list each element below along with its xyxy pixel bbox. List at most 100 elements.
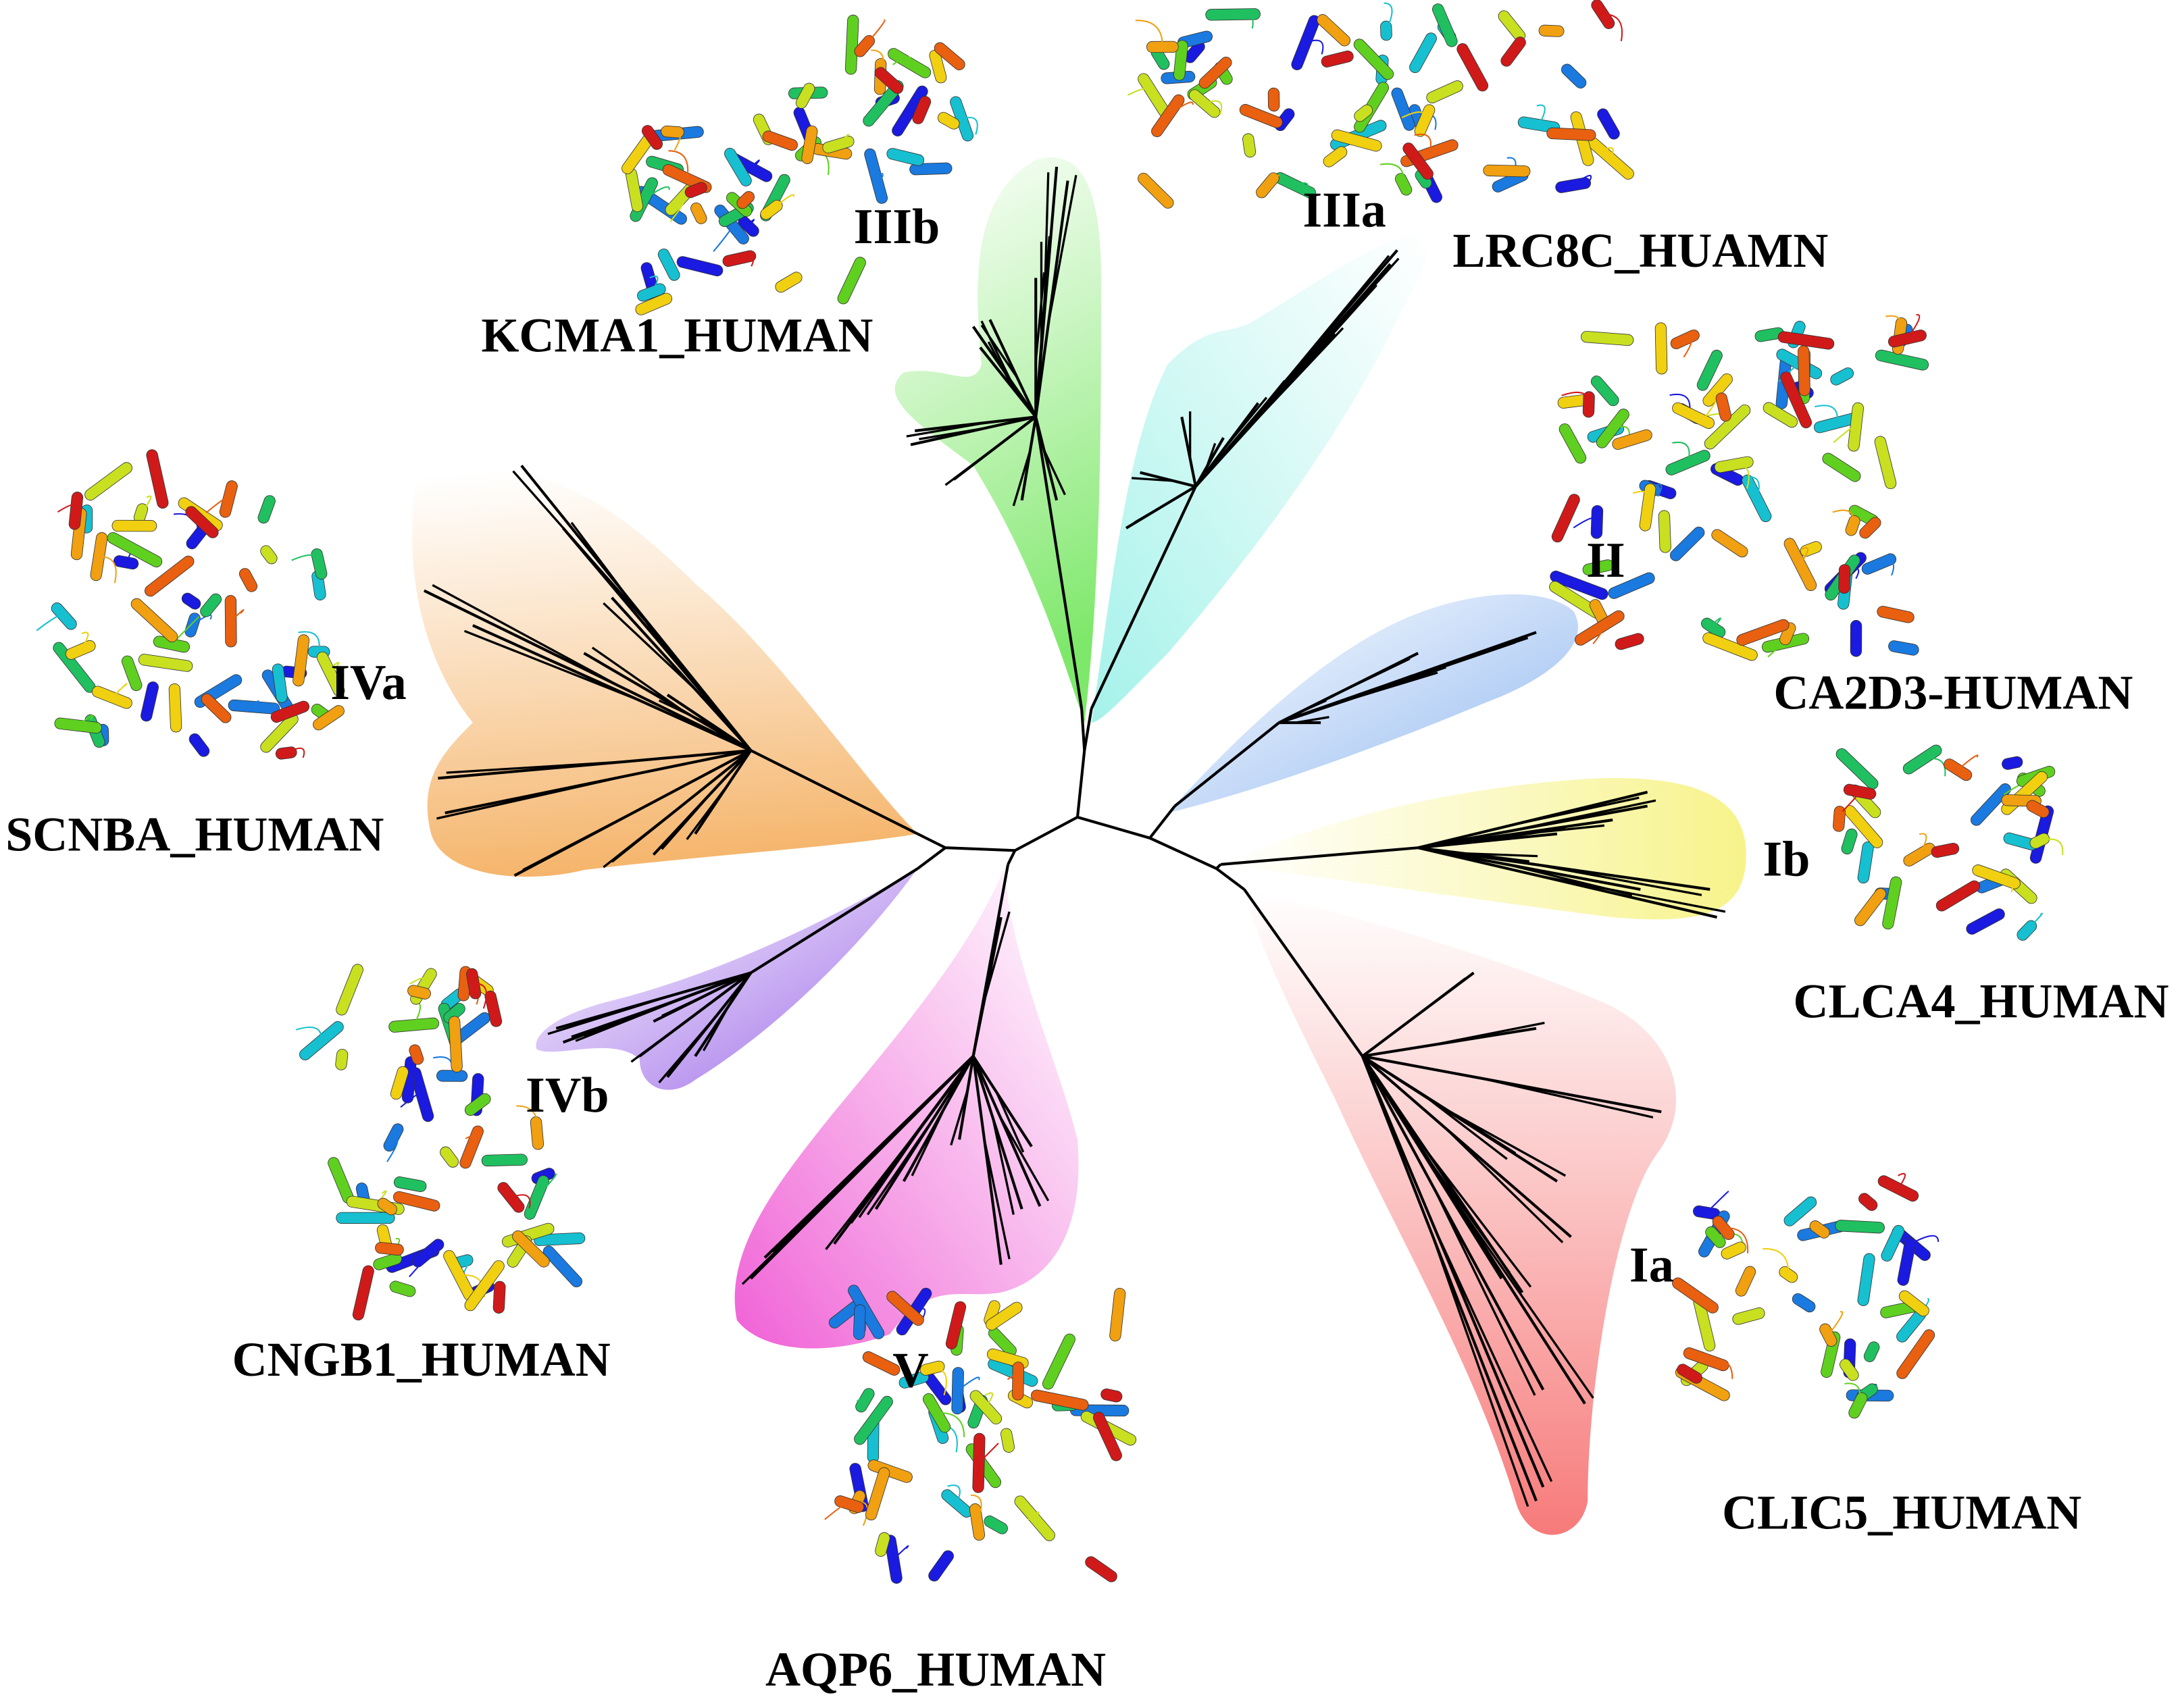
helix-icon [1875,349,1929,371]
helix-icon [1538,24,1565,37]
helix-icon [111,519,157,532]
helix-icon [1596,409,1629,448]
helix-icon [1874,436,1897,490]
backbone-branch [917,832,1015,852]
helix-icon [1696,349,1723,391]
helix-icon [336,1212,395,1224]
helix-icon [352,1265,374,1321]
helix-icon [1426,80,1463,103]
helix-icon [2002,756,2023,770]
helix-icon [1432,3,1458,47]
protein-structure-CNGB1 [295,964,503,1122]
clade-branches-IIIa [1090,249,1400,710]
helix-icon [1833,806,1846,832]
helix-icon [1742,474,1772,523]
helix-icon [1500,36,1526,67]
backbone-branch [1215,867,1246,891]
helix-icon [1783,538,1817,592]
protein-structure-KCMA1 [622,113,866,315]
helix-icon [1732,1307,1765,1325]
helix-icon [1100,1388,1123,1403]
helix-icon [2026,800,2050,819]
helix-icon [637,283,666,302]
helix-icon [1394,173,1413,196]
helix-icon [1715,392,1732,422]
helix-icon [865,1467,890,1521]
helix-icon [84,462,132,501]
helix-icon [1835,1220,1885,1234]
helix-icon [409,1044,424,1065]
helix-icon [862,1351,901,1376]
helix-icon [886,1291,924,1326]
helix-icon [377,1197,397,1216]
helix-icon [1612,429,1652,450]
helix-icon [1736,619,1790,646]
helix-icon [1896,1329,1935,1379]
clade-label-IIIb: IIIb [854,199,940,255]
helix-icon [293,634,310,687]
helix-icon [1582,559,1614,575]
helix-icon [375,1242,404,1256]
clade-label-IVb: IVb [526,1068,609,1123]
clade-branches-II [1173,631,1537,808]
helix-icon [1409,32,1437,74]
helix-icon [684,182,707,199]
helix-icon [181,592,201,610]
helix-icon [1859,517,1881,539]
helix-icon [335,1049,349,1070]
clade-shading-Ib [1223,778,1746,920]
helix-icon [690,202,707,224]
helix-icon [1877,1175,1919,1202]
clade-label-II: II [1586,533,1625,588]
helix-icon [984,1516,1008,1534]
helix-icon [1597,108,1620,140]
helix-icon [484,990,503,1027]
helix-icon [336,964,363,1016]
helix-icon [1151,94,1185,137]
helix-icon [1779,1266,1798,1283]
helix-icon [1670,526,1705,561]
helix-icon [1935,880,1981,912]
helix-icon [1971,783,2011,826]
helix-icon [1014,1495,1055,1541]
helix-icon [837,257,866,305]
helix-icon [1654,322,1668,375]
helix-icon [736,191,755,209]
helix-icon [762,130,798,151]
helix-icon [1780,371,1813,429]
helix-icon [874,67,904,94]
helix-icon [822,135,855,154]
helix-icon [1551,494,1580,543]
helix-icon [1042,1333,1075,1390]
helix-icon [1558,423,1587,464]
helix-icon [1317,14,1351,47]
helix-icon [1777,331,1835,350]
backbone-branch [1075,708,1086,818]
clade-shading-IIIb [894,157,1101,723]
protein-label-CLIC5: CLIC5_HUMAN [1722,1486,2081,1540]
protein-structure-AQP6 [824,1285,1137,1584]
helix-icon [407,985,431,1000]
helix-icon [1711,529,1748,558]
helix-icon [270,700,309,723]
helix-icon [1561,63,1587,88]
helix-icon [1966,908,2005,935]
helix-icon [1672,402,1715,429]
clade-branches-IVa [423,465,919,877]
helix-icon [1887,330,1927,348]
helix-icon [1850,620,1862,657]
helix-icon [1138,172,1174,209]
helix-icon [801,125,818,164]
helix-icon [1779,622,1796,646]
helix-icon [122,655,143,692]
helix-icon [1783,1196,1817,1226]
helix-icon [393,1176,427,1193]
helix-icon [1267,87,1280,112]
clade-shading-V [734,869,1079,1349]
helix-icon [1888,640,1919,656]
backbone-branch [1148,805,1176,839]
protein-structures [36,0,2064,1584]
helix-icon [1109,1287,1126,1342]
helix-icon [1483,164,1531,178]
